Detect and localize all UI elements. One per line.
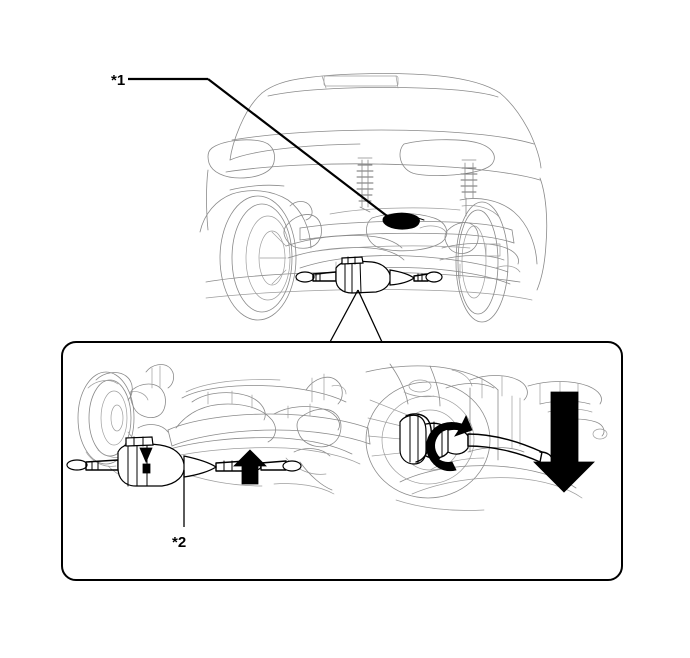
callout-1-target-part bbox=[382, 212, 425, 230]
callout-label-1: *1 bbox=[111, 72, 126, 89]
left-knuckle bbox=[127, 364, 174, 449]
detail-drive-shaft-assembly bbox=[66, 436, 302, 487]
vehicle-right-wheel bbox=[455, 201, 509, 323]
outboard-cv-joint bbox=[399, 413, 553, 466]
vehicle-left-wheel bbox=[219, 195, 297, 321]
detail-panel-right bbox=[365, 363, 608, 511]
detail-box-connector-lines bbox=[329, 289, 383, 343]
coil-spring-right bbox=[460, 159, 478, 217]
arrow-down-small-left bbox=[139, 447, 153, 474]
vehicle-ghost-body bbox=[199, 73, 548, 301]
left-brake-rotor bbox=[77, 371, 149, 467]
detail-panel-left bbox=[66, 364, 371, 527]
arrow-down-large bbox=[533, 391, 595, 493]
arrow-up-large-right bbox=[233, 449, 267, 485]
detail-box-border bbox=[61, 341, 623, 581]
axle-housing bbox=[167, 379, 371, 447]
vehicle-rear-suspension bbox=[283, 157, 521, 285]
main-view-drive-shaft-assembly bbox=[295, 256, 443, 294]
callout-label-2: *2 bbox=[172, 534, 187, 551]
coil-spring-left bbox=[356, 157, 374, 213]
arrow-rotate-circular bbox=[426, 415, 473, 472]
callout-1-leader-line bbox=[128, 77, 392, 220]
